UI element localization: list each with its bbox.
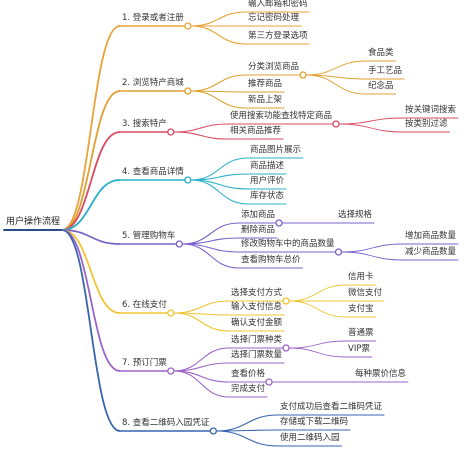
connector-curve: [306, 60, 367, 76]
connector-curve: [61, 25, 121, 231]
root-node[interactable]: 用户操作流程: [6, 217, 61, 227]
connector-curve: [61, 131, 121, 231]
branch-collapse-dot: [175, 240, 183, 248]
branch-7-subnode[interactable]: 选择门票种类: [231, 335, 283, 345]
connector-curve: [190, 179, 249, 205]
branch-5-leaf[interactable]: 减少商品数量: [405, 247, 457, 257]
branch-5-leaf[interactable]: 删除商品: [241, 225, 276, 235]
branch-5-subnode[interactable]: 添加商品: [241, 210, 276, 220]
branch-5-node[interactable]: 5. 管理购物车: [122, 231, 176, 241]
branch-collapse-dot: [167, 128, 175, 136]
branch-1-node[interactable]: 1. 登录或者注册: [122, 13, 184, 23]
branch-8-leaf[interactable]: 支付成功后查看二维码凭证: [280, 402, 383, 412]
connector-curve: [61, 229, 121, 432]
connector-curve: [173, 123, 229, 133]
connector-curve: [190, 74, 247, 92]
branch-collapse-dot: [167, 309, 175, 317]
subnode-collapse-dot: [334, 248, 343, 256]
connector-curve: [61, 229, 121, 372]
branch-collapse-dot: [184, 22, 192, 30]
connector-curve: [289, 284, 347, 302]
connector-curve: [173, 370, 230, 398]
branch-4-node[interactable]: 4. 查看商品详情: [122, 167, 184, 177]
branch-1-leaf[interactable]: 忘记密码处理: [248, 13, 300, 23]
connector-curve: [173, 370, 230, 383]
subnode-collapse-dot: [275, 219, 283, 227]
connector-curve: [190, 90, 247, 109]
subnode-collapse-dot: [282, 344, 290, 352]
branch-7-leaf[interactable]: 普通票: [348, 328, 374, 338]
branch-2-leaf[interactable]: 推荐商品: [248, 79, 283, 89]
connector-curve: [339, 123, 404, 133]
branch-7-leaf[interactable]: 选择门票数量: [231, 350, 283, 360]
branch-6-leaf[interactable]: 支付宝: [348, 304, 374, 314]
branch-4-leaf[interactable]: 库存状态: [250, 191, 285, 201]
branch-7-node[interactable]: 7. 预订门票: [122, 358, 167, 368]
branch-6-leaf[interactable]: 信用卡: [348, 272, 374, 282]
connector-curve: [61, 229, 121, 314]
connector-curve: [341, 243, 404, 253]
connector-curve: [339, 117, 404, 125]
branch-2-leaf[interactable]: 手工艺品: [368, 66, 403, 76]
branch-7-leaf[interactable]: VIP票: [348, 344, 370, 354]
branch-collapse-dot: [184, 176, 192, 184]
subnode-collapse-dot: [299, 71, 307, 79]
branch-2-leaf[interactable]: 食品类: [368, 48, 394, 58]
branch-2-node[interactable]: 2. 浏览特产商城: [122, 78, 184, 88]
branch-2-subnode[interactable]: 分类浏览商品: [248, 62, 300, 72]
subnode-collapse-dot: [265, 378, 273, 386]
connector-curve: [289, 300, 347, 318]
connector-curve: [216, 430, 279, 447]
subnode-collapse-dot: [332, 120, 340, 128]
branch-collapse-dot: [209, 427, 217, 435]
branch-8-leaf[interactable]: 存储或下载二维码: [280, 417, 349, 427]
branch-6-leaf[interactable]: 微信支付: [348, 288, 383, 298]
connector-curve: [289, 347, 347, 358]
connector-curve: [173, 131, 229, 140]
branch-5-leaf[interactable]: 增加商品数量: [405, 231, 457, 241]
branch-4-leaf[interactable]: 用户评价: [250, 176, 285, 186]
connector-curve: [306, 74, 367, 95]
branch-3-subnode[interactable]: 使用搜索功能查找特定商品: [230, 111, 333, 121]
connector-curve: [216, 414, 279, 432]
connector-curve: [62, 229, 121, 245]
branch-7-leaf[interactable]: 每种票价信息: [355, 369, 407, 379]
connector-curve: [173, 312, 230, 332]
branch-3-leaf[interactable]: 按类别过滤: [405, 119, 448, 129]
connector-curve: [341, 251, 404, 261]
connector-curve: [61, 179, 121, 231]
branch-1-leaf[interactable]: 第三方登录选项: [248, 31, 308, 41]
branch-6-node[interactable]: 6. 在线支付: [122, 300, 167, 310]
branch-3-leaf[interactable]: 按关键词搜索: [405, 105, 457, 115]
branch-5-subnode[interactable]: 修改购物车中的商品数量: [241, 239, 335, 249]
branch-6-subnode[interactable]: 选择支付方式: [231, 288, 283, 298]
branch-5-leaf[interactable]: 选择规格: [338, 210, 373, 220]
connector-curve: [61, 90, 121, 231]
branch-3-leaf[interactable]: 相关商品推荐: [230, 126, 282, 136]
branch-1-leaf[interactable]: 输入邮箱和密码: [248, 0, 308, 9]
branch-7-subnode[interactable]: 查看价格: [231, 369, 266, 379]
branch-collapse-dot: [167, 367, 175, 375]
branch-5-leaf[interactable]: 查看购物车总价: [241, 255, 301, 265]
branch-2-leaf[interactable]: 纪念品: [368, 81, 394, 91]
branch-4-leaf[interactable]: 商品描述: [250, 161, 285, 171]
branch-4-leaf[interactable]: 商品图片展示: [250, 145, 302, 155]
connector-curve: [173, 300, 230, 314]
connector-curve: [289, 340, 347, 349]
connector-curve: [190, 25, 247, 45]
branch-8-leaf[interactable]: 使用二维码入园: [280, 433, 340, 443]
branch-2-leaf[interactable]: 新品上架: [248, 95, 283, 105]
branch-6-leaf[interactable]: 确认支付金额: [231, 318, 283, 328]
branch-8-node[interactable]: 8. 查看二维码入园凭证: [122, 418, 210, 428]
branch-collapse-dot: [184, 87, 192, 95]
branch-3-node[interactable]: 3. 搜索特产: [122, 119, 167, 129]
subnode-collapse-dot: [282, 297, 290, 305]
connector-curve: [190, 11, 247, 27]
branch-6-leaf[interactable]: 输入支付信息: [231, 302, 283, 312]
connector-curve: [182, 243, 240, 269]
branch-7-leaf[interactable]: 完成支付: [231, 384, 266, 394]
